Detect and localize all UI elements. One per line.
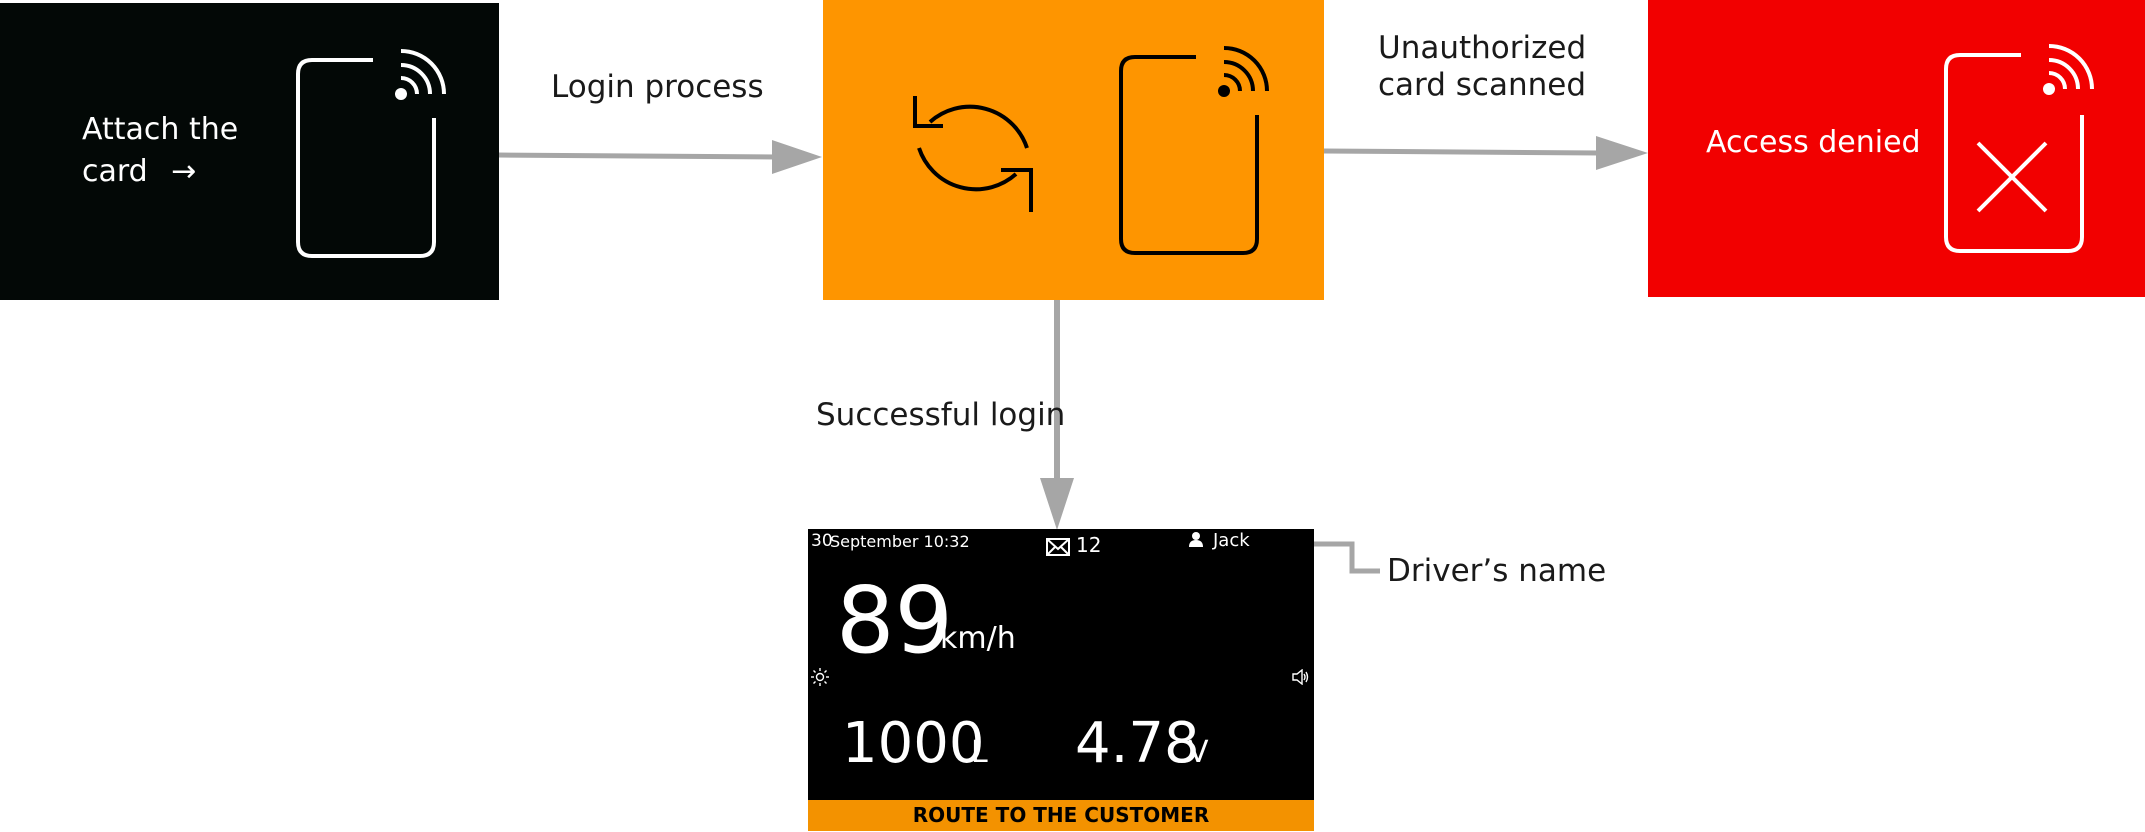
fuel-value: 1000 [842, 711, 985, 776]
access-denied-panel: Access denied [1648, 0, 2145, 297]
fuel-unit: L [971, 735, 988, 770]
speed-value: 89 [836, 567, 954, 674]
arrow-login-to-denied [1323, 136, 1648, 170]
status-date-time: September 10:32 [830, 532, 970, 551]
successful-login-label: Successful login [816, 397, 1066, 433]
unauthorized-label-line2: card scanned [1378, 67, 1587, 103]
unauthorized-label-line1: Unauthorized [1378, 30, 1587, 66]
driver-name-callout-line [1314, 541, 1380, 574]
route-status-bar: ROUTE TO THE CUSTOMER [808, 800, 1314, 831]
speed-unit: km/h [940, 621, 1016, 656]
user-icon [1189, 532, 1203, 547]
voltage-unit: V [1188, 735, 1209, 770]
envelope-icon [1046, 538, 1070, 556]
access-denied-title: Access denied [1706, 125, 1921, 160]
login-process-panel [823, 0, 1324, 300]
volume-icon[interactable] [1292, 669, 1310, 685]
login-process-label: Login process [551, 69, 764, 105]
arrow-login-to-screen [1040, 300, 1074, 530]
dashboard-screen: 30 September 10:32 12 Jack 89 km/h 1000 … [808, 529, 1314, 831]
attach-text-line2: card [82, 154, 148, 189]
attach-text-line1: Attach the [82, 112, 239, 147]
driver-name: Jack [1213, 530, 1250, 551]
messages-count: 12 [1076, 533, 1102, 557]
attach-card-panel: Attach the card → [0, 3, 499, 300]
right-arrow-icon: → [171, 154, 197, 189]
arrow-attach-to-login [497, 140, 822, 174]
nfc-card-denied-icon [1944, 44, 2094, 253]
status-day: 30 [811, 531, 833, 551]
nfc-card-icon [296, 49, 446, 258]
drivers-name-label: Driver’s name [1387, 553, 1607, 589]
nfc-card-icon [1119, 46, 1269, 255]
brightness-icon [811, 668, 829, 686]
refresh-icon [913, 96, 1033, 212]
voltage-value: 4.78 [1075, 711, 1200, 776]
